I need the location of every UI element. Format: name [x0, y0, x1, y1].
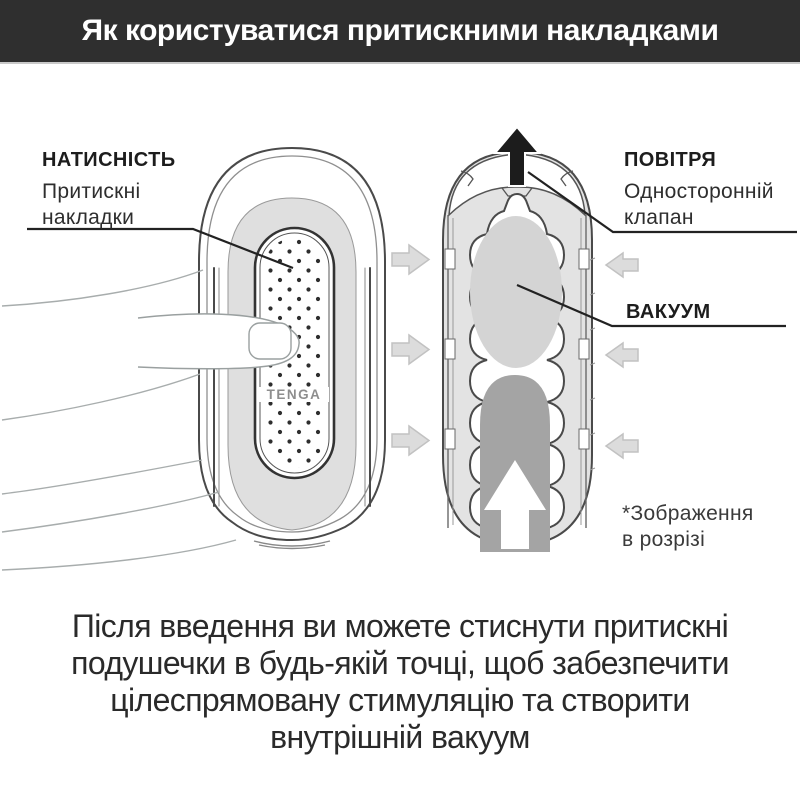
press-leader-line [27, 227, 294, 270]
device-inner-outline [206, 155, 378, 533]
air-out-arrow-icon [492, 125, 542, 187]
cutaway-note-line: в розрізі [622, 528, 706, 551]
press-annotation: НАТИСНІСТЬ Притискні накладки [42, 147, 175, 231]
cross-section-illustration [442, 125, 596, 552]
brand-logo: TENGA [267, 387, 322, 402]
air-annotation-title: ПОВІТРЯ [624, 149, 717, 171]
air-annotation-sub: Односторонній [624, 180, 774, 203]
caption-line: подушечки в будь-якій точці, щоб забезпе… [71, 645, 729, 681]
vacuum-annotation-title: ВАКУУМ [626, 301, 711, 323]
squeeze-arrow-left-icon [605, 433, 639, 459]
air-annotation-sub: клапан [624, 206, 694, 229]
caption-line: внутрішній вакуум [270, 719, 530, 755]
brand-backplate [259, 387, 329, 402]
air-annotation: ПОВІТРЯ Односторонній клапан [624, 147, 774, 231]
vacuum-annotation: ВАКУУМ [626, 299, 711, 331]
page-title: Як користуватися притискними накладками [81, 14, 719, 47]
squeeze-arrow-left-icon [605, 252, 639, 278]
vacuum-chamber [470, 216, 562, 368]
squeeze-arrow-right-icon [391, 334, 430, 365]
cutaway-note: *Зображення в розрізі [622, 501, 754, 553]
press-annotation-sub: Притискні [42, 180, 141, 203]
title-bar: Як користуватися притискними накладками [0, 0, 800, 64]
vacuum-leader-line [516, 283, 786, 328]
insertion-arrow-icon [484, 460, 546, 549]
device-seam-lines [213, 267, 371, 507]
caption-line: цілеспрямовану стимуляцію та створити [110, 682, 690, 718]
device-base [253, 540, 331, 550]
cutaway-note-line: *Зображення [622, 502, 754, 525]
squeeze-arrow-right-icon [391, 244, 430, 275]
caption-line: Після введення ви можете стиснути притис… [71, 608, 729, 644]
hand-illustration [1, 269, 300, 571]
caption-paragraph: Після введення ви можете стиснути притис… [0, 608, 800, 756]
device-illustration: TENGA [1, 146, 386, 571]
squeeze-arrow-left-icon [605, 342, 639, 368]
pressing-finger [137, 313, 300, 370]
fingernail [248, 322, 292, 360]
section-wall-details [444, 215, 596, 528]
air-leader-line [527, 171, 797, 234]
squeeze-arrow-right-icon [391, 425, 430, 456]
leader-lines [27, 171, 797, 328]
press-annotation-sub: накладки [42, 206, 135, 229]
press-annotation-title: НАТИСНІСТЬ [42, 149, 176, 171]
